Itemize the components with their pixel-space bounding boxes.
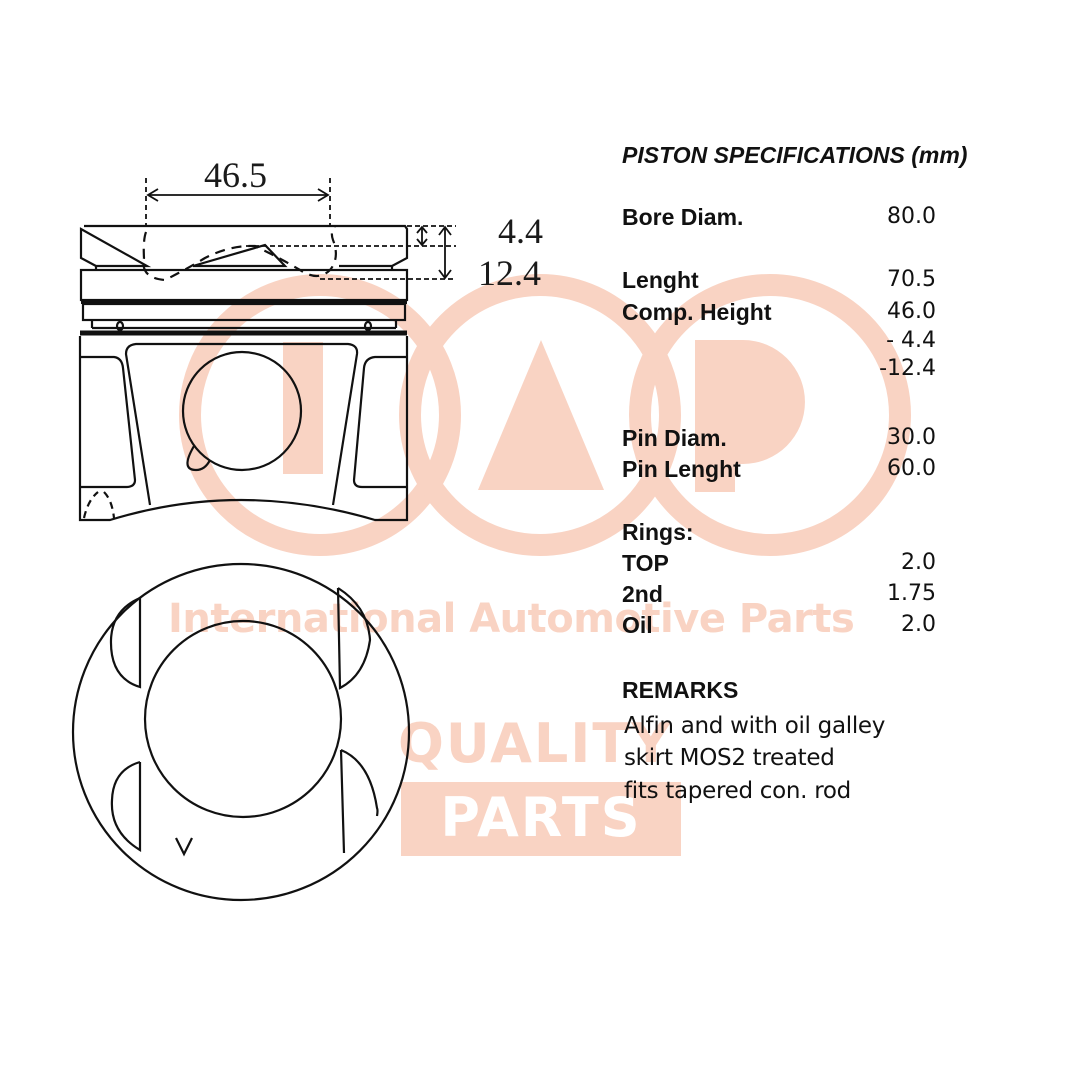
specs-title: PISTON SPECIFICATIONS (mm) bbox=[622, 142, 968, 168]
spec-value: 2.0 bbox=[901, 550, 936, 575]
spec-value: 60.0 bbox=[887, 456, 936, 481]
spec-label: Lenght bbox=[622, 267, 699, 293]
remark-line: fits tapered con. rod bbox=[624, 778, 851, 804]
spec-value: 46.0 bbox=[887, 299, 936, 324]
bowl-width-dimension: 46.5 bbox=[204, 155, 267, 195]
spec-value: - 4.4 bbox=[886, 328, 936, 353]
spec-label: 2nd bbox=[622, 581, 663, 607]
watermark-parts-badge: PARTS bbox=[401, 782, 681, 856]
spec-label: Bore Diam. bbox=[622, 204, 744, 230]
watermark-parts-text: PARTS bbox=[440, 786, 642, 849]
spec-value: -12.4 bbox=[879, 356, 936, 381]
combustion-bowl-hidden-line bbox=[142, 225, 337, 282]
spec-value: 1.75 bbox=[887, 581, 936, 606]
spec-value: 80.0 bbox=[887, 204, 936, 229]
logo-letter-a bbox=[478, 340, 604, 490]
remarks-title: REMARKS bbox=[622, 677, 739, 703]
spec-label: Pin Lenght bbox=[622, 456, 741, 482]
spec-label: Pin Diam. bbox=[622, 425, 727, 451]
spec-value: 70.5 bbox=[887, 267, 936, 292]
logo-ring-i bbox=[179, 274, 461, 556]
spec-label: Oil bbox=[622, 612, 653, 638]
dimension-lines bbox=[145, 178, 456, 280]
watermark-tagline: International Automotive Parts bbox=[168, 596, 855, 642]
spec-label: Rings: bbox=[622, 519, 694, 545]
spec-value: 2.0 bbox=[901, 612, 936, 637]
piston-side-view bbox=[78, 224, 409, 522]
top-land-dimension: 4.4 bbox=[498, 211, 543, 251]
logo-letter-i bbox=[283, 342, 323, 474]
remark-line: skirt MOS2 treated bbox=[624, 745, 835, 771]
bowl-depth-dimension: 12.4 bbox=[478, 253, 541, 293]
watermark-quality: QUALITY bbox=[398, 712, 673, 775]
spec-label: TOP bbox=[622, 550, 669, 576]
spec-value: 30.0 bbox=[887, 425, 936, 450]
remark-line: Alfin and with oil galley bbox=[624, 713, 886, 739]
spec-label: Comp. Height bbox=[622, 299, 772, 325]
